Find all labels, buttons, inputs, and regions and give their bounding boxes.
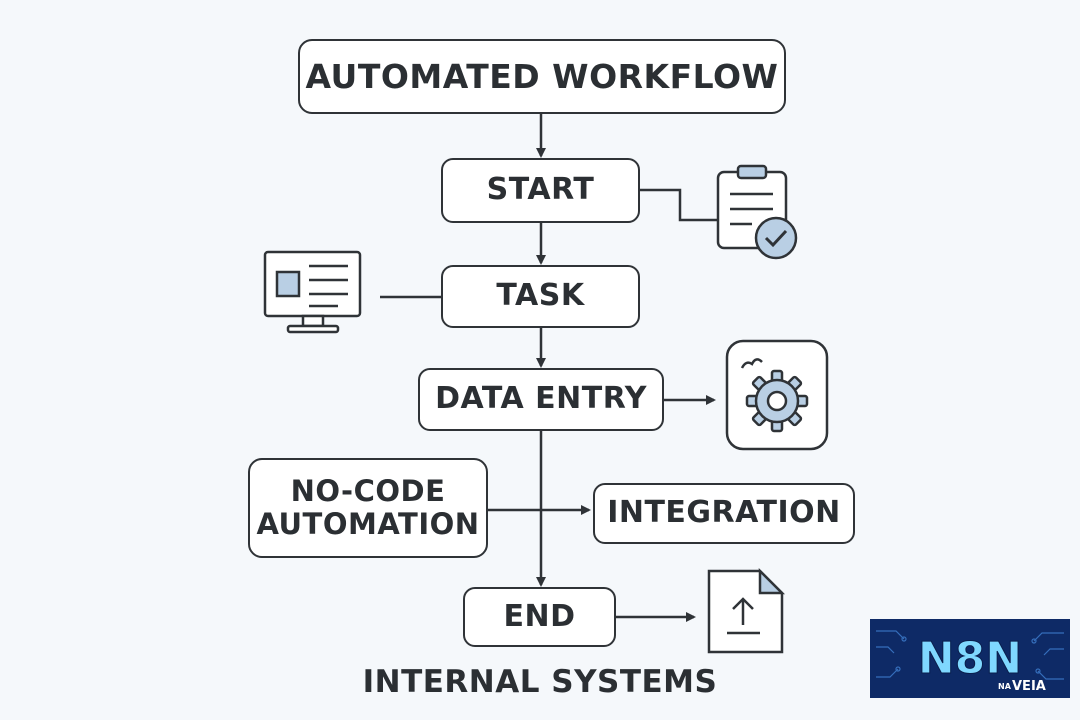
logo-small-text: NA bbox=[998, 682, 1012, 691]
task-node: TASK bbox=[441, 265, 640, 328]
start-label: START bbox=[486, 172, 595, 208]
task-label: TASK bbox=[496, 278, 585, 314]
logo-main-text: N8N bbox=[918, 633, 1022, 684]
internal-systems-label: INTERNAL SYSTEMS bbox=[362, 664, 718, 700]
workflow-title-node: AUTOMATED WORKFLOW bbox=[298, 39, 786, 114]
gear-icon bbox=[725, 339, 829, 451]
no-code-label-line2: AUTOMATION bbox=[256, 507, 480, 541]
data-entry-node: DATA ENTRY bbox=[418, 368, 664, 431]
logo-sub-text: VEIA bbox=[1012, 679, 1046, 694]
no-code-label-line1: NO-CODE bbox=[290, 473, 446, 508]
connector-start-to-clipboard bbox=[640, 188, 718, 222]
workflow-title: AUTOMATED WORKFLOW bbox=[305, 56, 779, 96]
document-upload-icon bbox=[707, 567, 786, 654]
integration-label: INTEGRATION bbox=[607, 495, 841, 531]
end-label: END bbox=[503, 598, 576, 634]
monitor-icon bbox=[263, 250, 362, 334]
end-node: END bbox=[463, 587, 616, 647]
n8n-logo: N8N NA VEIA bbox=[870, 619, 1070, 698]
integration-node: INTEGRATION bbox=[593, 483, 855, 544]
no-code-automation-node: NO-CODE AUTOMATION bbox=[248, 458, 488, 558]
data-entry-label: DATA ENTRY bbox=[435, 381, 647, 417]
clipboard-check-icon bbox=[716, 164, 798, 260]
start-node: START bbox=[441, 158, 640, 223]
